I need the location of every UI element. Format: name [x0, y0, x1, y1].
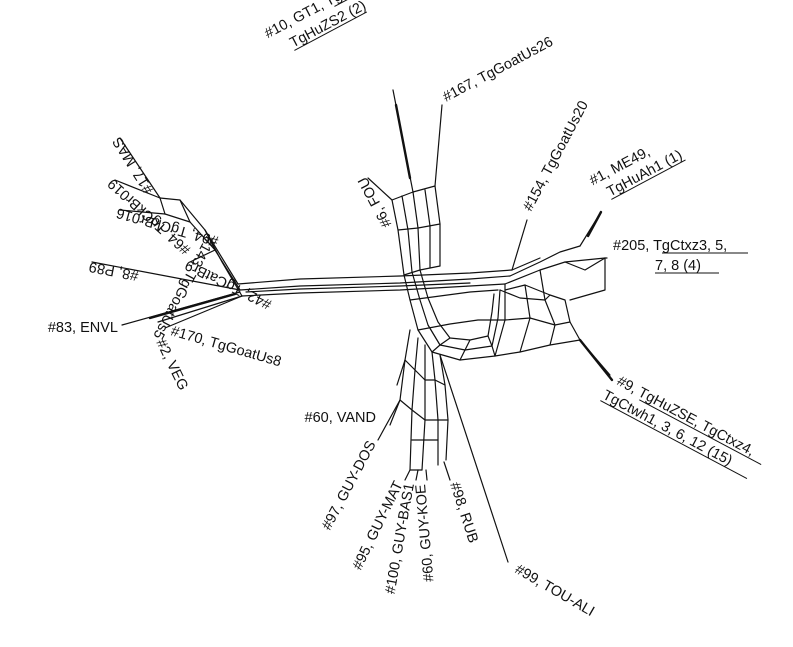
label-tggoatus20: #154, TgGoatUs20	[520, 98, 592, 213]
network-edge	[403, 274, 506, 361]
branch-tggoatus5	[157, 295, 243, 323]
underline-me49	[611, 159, 686, 200]
network-edge	[403, 265, 441, 276]
network-edge	[434, 185, 441, 267]
label-group-tgctxz3: #205, TgCtxz3, 5, 7, 8 (4)	[613, 238, 748, 274]
network-edge	[409, 289, 499, 301]
branch-tgckbr016	[119, 209, 166, 215]
label-tggoatus8: #170, TgGoatUs8	[169, 323, 283, 370]
label-group-gt1: #10, GT1, TgCtxz1, TgHuZS2 (2)	[262, 0, 383, 51]
network-edge	[409, 337, 419, 471]
network-edge	[431, 351, 439, 466]
branch-guymat	[404, 469, 411, 481]
network-edge	[511, 257, 541, 271]
network-edge	[401, 195, 413, 273]
label-group-me49: #1, ME49, TgHuAh1 (1)	[587, 144, 686, 200]
branch-tggoatus8	[164, 295, 243, 329]
network-edge	[412, 191, 421, 271]
branch-fou	[367, 177, 393, 201]
label-vand: #60, VAND	[305, 410, 376, 426]
label-rub: #98, RUB	[446, 480, 481, 545]
label-group-tghuzse: #9, TgHuZSE, TgCtxz4, TgCtwh1, 3, 6, 12 …	[600, 373, 762, 479]
branch-touali	[439, 354, 509, 563]
label-veg: #2, VEG	[152, 337, 190, 393]
network-edge	[427, 324, 441, 346]
network-edge	[424, 189, 431, 269]
network-edge	[411, 271, 501, 351]
network-edge	[459, 339, 471, 361]
label-guydos: #97, GUY-DOS	[319, 438, 379, 533]
branch-vand	[396, 359, 406, 386]
network-edge	[237, 269, 513, 285]
network-edge	[439, 354, 449, 461]
network-edge	[204, 229, 243, 297]
network-edge	[397, 223, 441, 231]
network-edge	[499, 289, 551, 301]
label-p89: #8, P89	[88, 258, 140, 283]
network-edge	[417, 319, 506, 331]
network-edge	[391, 199, 405, 276]
network-edge	[389, 329, 411, 426]
network-edge	[159, 197, 166, 215]
branch-rub	[443, 461, 451, 481]
branch-tgcatbr9	[189, 249, 216, 263]
network-edge	[509, 245, 581, 277]
node-labels: #10, GT1, TgCtxz1, TgHuZS2 (2) #167, TgG…	[48, 0, 762, 620]
label-fou: #6, FOU	[355, 174, 395, 230]
network-edge	[431, 337, 451, 353]
underline-tghuzse-b	[639, 399, 762, 466]
network-edge	[239, 275, 511, 291]
branch-envl-thick	[148, 292, 237, 320]
network-edge	[504, 317, 571, 326]
network-edge	[164, 213, 241, 291]
network-edge	[241, 283, 506, 297]
branch-tgckbr019	[114, 179, 161, 199]
branch-guybas1	[415, 469, 419, 481]
label-envl: #83, ENVL	[48, 320, 118, 336]
branch-tggoatus26	[434, 104, 443, 187]
branch-p89	[91, 261, 241, 291]
network-edge	[487, 335, 496, 357]
branch-gt1-thick	[394, 103, 412, 180]
branch-tggoatus20	[511, 219, 528, 271]
branch-guykoe	[425, 469, 428, 481]
network-edge	[519, 284, 531, 353]
network-edge	[419, 269, 495, 341]
network-edge	[245, 282, 471, 293]
label-tgctxz3-line2: 7, 8 (4)	[655, 258, 701, 274]
branch-tghuzse	[578, 338, 614, 382]
label-guykoe: #60, GUY-KOE	[413, 483, 437, 582]
branch-guydos	[377, 399, 401, 441]
underline-gt1-b	[334, 0, 383, 7]
network-edge	[504, 284, 581, 341]
label-touali: #99, TOU-ALI	[512, 562, 597, 620]
network-edge	[159, 197, 239, 285]
underline-gt1-c	[294, 11, 368, 51]
network-edge	[539, 269, 556, 346]
network-edge	[504, 257, 606, 285]
branch-mas	[119, 137, 161, 199]
network-edge	[421, 344, 426, 471]
label-tggoatus26: #167, TgGoatUs26	[440, 34, 555, 106]
network-edge	[564, 257, 606, 301]
network-branches	[91, 89, 614, 563]
network-core	[159, 185, 611, 471]
network-edge	[399, 399, 449, 421]
label-tgctxz3-line1: #205, TgCtxz3, 5,	[613, 238, 727, 254]
branch-me49-thick	[586, 210, 603, 238]
network-edge	[404, 359, 446, 386]
underline-tghuzse-c	[600, 400, 748, 479]
network-edge	[179, 199, 191, 223]
